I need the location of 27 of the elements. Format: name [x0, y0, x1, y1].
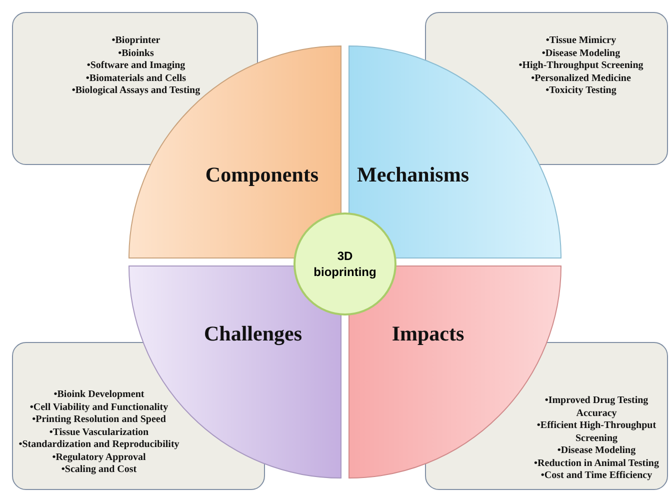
- list-item: •Cost and Time Efficiency: [540, 470, 654, 482]
- list-item: •Reduction in Animal Testing: [533, 458, 660, 470]
- list-item: •Biological Assays and Testing: [70, 85, 202, 98]
- list-item: •Bioinks: [117, 48, 155, 60]
- list-item: •Efficient High-Throughput Screening: [536, 420, 658, 445]
- list-item: •Regulatory Approval: [51, 452, 147, 464]
- list-item: •Tissue Mimicry: [544, 35, 618, 48]
- list-item: •Software and Imaging: [86, 60, 186, 72]
- list-item: •Disease Modeling: [556, 445, 637, 458]
- quadrant-label: Impacts: [392, 322, 464, 346]
- list-item: •Standardization and Reproducibility: [18, 439, 180, 452]
- quadrant-label: Components: [205, 162, 319, 188]
- list-item: •Tissue Vascularization: [48, 426, 150, 439]
- center-label: 3D bioprinting: [312, 248, 378, 280]
- list-item: •Disease Modeling: [540, 48, 622, 60]
- list-item: •High-Throughput Screening: [518, 60, 644, 72]
- list-item: •Toxicity Testing: [544, 85, 618, 98]
- list-item: •Personalized Medicine: [530, 72, 632, 85]
- quadrant-label: Challenges: [204, 322, 302, 346]
- list-item: •Cell Viability and Functionality: [28, 402, 170, 414]
- list-item: •Bioprinter: [110, 35, 162, 48]
- list-item: •Scaling and Cost: [60, 464, 138, 476]
- quadrant-label: Mechanisms: [357, 162, 469, 188]
- list-item: •Improved Drug Testing Accuracy: [544, 395, 650, 420]
- list-item: •Bioink Development: [52, 389, 146, 402]
- list-item: •Printing Resolution and Speed: [31, 414, 167, 426]
- list-item: •Biomaterials and Cells: [84, 72, 188, 85]
